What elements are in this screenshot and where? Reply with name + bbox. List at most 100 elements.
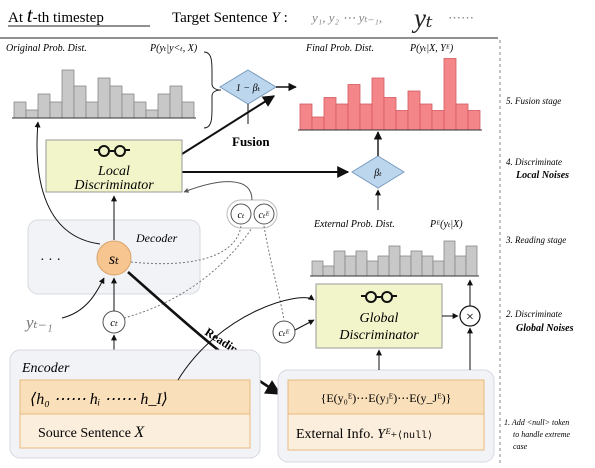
final-dist-bar	[431, 110, 445, 131]
external-dist-bar	[410, 250, 423, 277]
original-distribution-histogram	[12, 69, 196, 119]
local-discriminator-line1: Local	[97, 164, 130, 179]
decoder-state-node	[96, 240, 132, 276]
final-dist-bar	[335, 103, 349, 131]
external-dist-bar	[465, 245, 478, 277]
reading-arrow	[127, 271, 282, 396]
target-sentence-label: Target Sentence Y :	[172, 10, 288, 26]
timestep-label: At t-th timestep	[8, 3, 104, 27]
original-dist-bar	[121, 93, 135, 119]
external-dist-bar	[366, 260, 379, 277]
local-discriminator-line2: Discriminator	[73, 178, 154, 193]
fusion-label: Fusion	[232, 134, 270, 149]
target-ellipsis: ⋯⋯	[448, 10, 474, 25]
external-dist-bar	[355, 250, 368, 277]
gate-beta-label: βₜ	[373, 168, 382, 179]
global-discriminator-line2: Discriminator	[338, 328, 419, 343]
original-dist-bar	[181, 101, 195, 119]
local-discriminator-box	[45, 139, 183, 193]
final-dist-bar	[467, 110, 481, 131]
external-dist-bar	[399, 255, 412, 277]
stage-fusion: 5. Fusion stage	[506, 96, 561, 106]
header: At t-th timestep Target Sentence Y : y₁,…	[0, 3, 498, 39]
final-dist-bar	[455, 103, 469, 131]
multiply-icon: ×	[466, 310, 474, 325]
global-discriminator-line1: Global	[360, 311, 399, 326]
stage-reading: 3. Reading stage	[505, 235, 566, 245]
global-context-node	[272, 320, 296, 344]
encoder-to-global-arrow	[177, 294, 315, 381]
external-info-label: External Info. Yᴱ+⟨null⟩	[296, 427, 433, 442]
gate-beta	[351, 155, 405, 189]
external-dist-title: External Prob. Dist.	[313, 219, 395, 230]
original-dist-formula: P(yₜ|y<ₜ, X)	[149, 43, 198, 54]
original-dist-bar	[13, 101, 27, 119]
external-dist-formula: Pᴱ(yₜ|X)	[429, 219, 463, 230]
source-sentence-label: Source Sentence X	[38, 424, 145, 441]
original-dist-title: Original Prob. Dist.	[6, 43, 87, 54]
context-external-node	[253, 203, 275, 225]
context-external-label: cₜᴱ	[259, 210, 270, 221]
original-dist-bar	[157, 93, 171, 119]
state-to-original-arrow	[34, 121, 101, 245]
original-dist-bar	[109, 85, 123, 119]
original-dist-bar	[61, 69, 75, 119]
context-local-label: cₜ	[238, 210, 245, 221]
prevtoken-to-state-arrow	[61, 277, 105, 319]
gate-one-minus-beta-label: 1 − βₜ	[236, 83, 261, 94]
glasses-icon	[94, 145, 130, 157]
final-dist-formula: P(yₜ|X, Yᴱ)	[409, 43, 454, 54]
decoder-state-label: sₜ	[109, 251, 119, 268]
encoder-hidden-band	[19, 379, 251, 415]
global-context-arrow	[294, 319, 315, 331]
stage-add-1: 1. Add <null> token	[504, 418, 569, 427]
final-dist-bar	[347, 84, 361, 131]
stage-add-3: case	[513, 442, 528, 451]
final-dist-bar	[299, 103, 313, 131]
external-dist-bar	[377, 255, 390, 277]
final-dist-bar	[371, 77, 385, 131]
external-dist-bar	[454, 255, 467, 277]
target-sequence: y₁, y₂ ⋯ yₜ₋₁,	[310, 10, 382, 25]
stage-local-2: Local Noises	[515, 170, 569, 181]
decoder-context-label: cₜ	[110, 317, 118, 329]
decoder-label: Decoder	[135, 231, 178, 245]
decoder-dots: · · ·	[40, 253, 61, 268]
original-dist-bar	[169, 85, 183, 119]
external-dist-bar	[322, 265, 335, 277]
final-dist-bar	[419, 103, 433, 131]
prev-token-label: yₜ₋₁	[24, 313, 53, 332]
global-context-label: cₜᴱ	[279, 328, 290, 339]
final-dist-bar	[359, 103, 373, 131]
external-embeddings: {E(y₀ᴱ)⋯E(yⱼᴱ)⋯E(y_Jᴱ)}	[321, 391, 452, 405]
final-dist-bar	[395, 110, 409, 131]
external-dist-bar	[311, 260, 324, 277]
original-dist-bar	[97, 77, 111, 119]
external-distribution-histogram	[310, 240, 479, 277]
fusion-arrow-up	[181, 95, 276, 155]
stage-global-1: 2. Discriminate	[506, 309, 562, 319]
original-dist-bar	[85, 101, 99, 119]
context-local-node	[230, 203, 252, 225]
external-dist-bar	[388, 245, 401, 277]
source-sentence-band	[19, 413, 251, 449]
stage-global-2: Global Noises	[516, 323, 574, 334]
external-dist-bar	[432, 260, 445, 277]
context-dotted-link	[123, 227, 253, 319]
external-dist-bar	[333, 250, 346, 277]
global-context-dotted	[263, 225, 285, 321]
stage-local-1: 4. Discriminate	[506, 157, 562, 167]
final-dist-bar	[443, 58, 457, 131]
global-discriminator-box	[315, 283, 443, 349]
external-dist-bar	[344, 255, 357, 277]
merge-brace	[203, 51, 222, 129]
glasses-icon	[361, 291, 397, 303]
final-dist-bar	[383, 97, 397, 131]
final-distribution-histogram	[298, 58, 482, 131]
original-dist-bar	[49, 101, 63, 119]
original-dist-bar	[73, 85, 87, 119]
context-to-local-arrow	[183, 181, 253, 201]
original-dist-bar	[37, 93, 51, 119]
external-embedding-band	[287, 379, 485, 415]
